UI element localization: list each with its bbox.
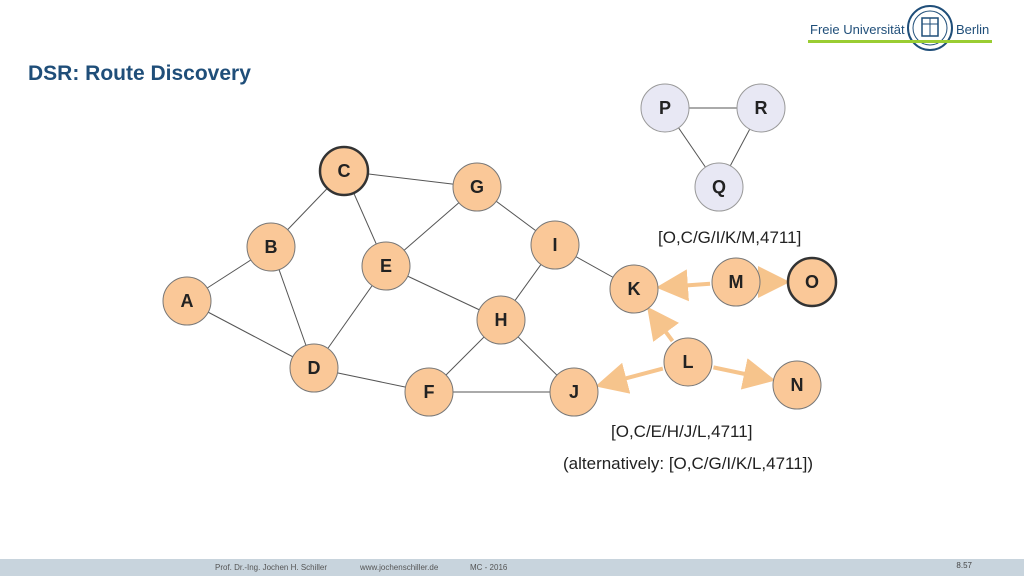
node-circle-P bbox=[640, 83, 690, 133]
node-label-D: D bbox=[308, 358, 321, 378]
node-L: L bbox=[663, 337, 713, 387]
footer-url: www.jochenschiller.de bbox=[360, 563, 439, 572]
logo-text-right: Berlin bbox=[956, 22, 990, 37]
node-label-N: N bbox=[791, 375, 804, 395]
node-label-Q: Q bbox=[712, 177, 726, 197]
node-label-I: I bbox=[552, 235, 557, 255]
route-annotation-2: [O,C/E/H/J/L,4711] bbox=[611, 422, 753, 441]
node-circle-I bbox=[530, 220, 580, 270]
node-circle-A bbox=[162, 276, 212, 326]
node-label-B: B bbox=[265, 237, 278, 257]
node-Q: Q bbox=[694, 162, 744, 212]
node-D: D bbox=[289, 343, 339, 393]
route-annotation-1: [O,C/G/I/K/M,4711] bbox=[658, 228, 802, 247]
node-circle-G bbox=[452, 162, 502, 212]
arrow-L-K bbox=[647, 306, 679, 343]
logo-underline bbox=[808, 40, 992, 43]
footer-bar: Prof. Dr.-Ing. Jochen H. Schiller www.jo… bbox=[0, 559, 1024, 576]
node-label-R: R bbox=[755, 98, 768, 118]
page-number: 8.57 bbox=[956, 561, 972, 570]
node-circle-J bbox=[549, 367, 599, 417]
node-J: J bbox=[549, 367, 599, 417]
node-R: R bbox=[736, 83, 786, 133]
node-label-L: L bbox=[683, 352, 694, 372]
arrow-M-K bbox=[655, 269, 711, 302]
node-circle-O bbox=[786, 256, 838, 308]
node-G: G bbox=[452, 162, 502, 212]
node-I: I bbox=[530, 220, 580, 270]
node-label-O: O bbox=[805, 272, 819, 292]
node-circle-C bbox=[318, 145, 370, 197]
footer-course: MC - 2016 bbox=[470, 563, 508, 572]
node-C: C bbox=[318, 145, 370, 197]
node-circle-N bbox=[772, 360, 822, 410]
footer-author: Prof. Dr.-Ing. Jochen H. Schiller bbox=[215, 563, 328, 572]
node-circle-Q bbox=[694, 162, 744, 212]
route-annotation-3: (alternatively: [O,C/G/I/K/L,4711]) bbox=[563, 454, 814, 473]
node-N: N bbox=[772, 360, 822, 410]
node-circle-F bbox=[404, 367, 454, 417]
node-E: E bbox=[361, 241, 411, 291]
node-circle-B bbox=[246, 222, 296, 272]
node-label-H: H bbox=[495, 310, 508, 330]
node-label-J: J bbox=[569, 382, 579, 402]
university-seal-icon bbox=[907, 5, 953, 51]
node-label-K: K bbox=[628, 279, 641, 299]
node-F: F bbox=[404, 367, 454, 417]
node-circle-E bbox=[361, 241, 411, 291]
node-label-M: M bbox=[729, 272, 744, 292]
node-P: P bbox=[640, 83, 690, 133]
node-label-C: C bbox=[338, 161, 351, 181]
node-circle-L bbox=[663, 337, 713, 387]
network-diagram: A B C D E F G H I J K L M N O P Q R bbox=[162, 83, 838, 417]
page-title: DSR: Route Discovery bbox=[28, 62, 251, 85]
node-K: K bbox=[609, 264, 659, 314]
node-circle-R bbox=[736, 83, 786, 133]
node-label-F: F bbox=[424, 382, 435, 402]
node-M: M bbox=[711, 257, 761, 307]
node-label-E: E bbox=[380, 256, 392, 276]
university-logo: Freie Universität Berlin bbox=[808, 4, 992, 52]
node-circle-M bbox=[711, 257, 761, 307]
node-label-A: A bbox=[181, 291, 194, 311]
node-B: B bbox=[246, 222, 296, 272]
node-H: H bbox=[476, 295, 526, 345]
node-O: O bbox=[786, 256, 838, 308]
node-label-G: G bbox=[470, 177, 484, 197]
node-label-P: P bbox=[659, 98, 671, 118]
logo-text-left: Freie Universität bbox=[810, 22, 905, 37]
node-circle-K bbox=[609, 264, 659, 314]
arrow-L-N bbox=[713, 358, 776, 390]
node-circle-H bbox=[476, 295, 526, 345]
node-A: A bbox=[162, 276, 212, 326]
node-circle-D bbox=[289, 343, 339, 393]
arrow-L-J bbox=[595, 362, 664, 394]
